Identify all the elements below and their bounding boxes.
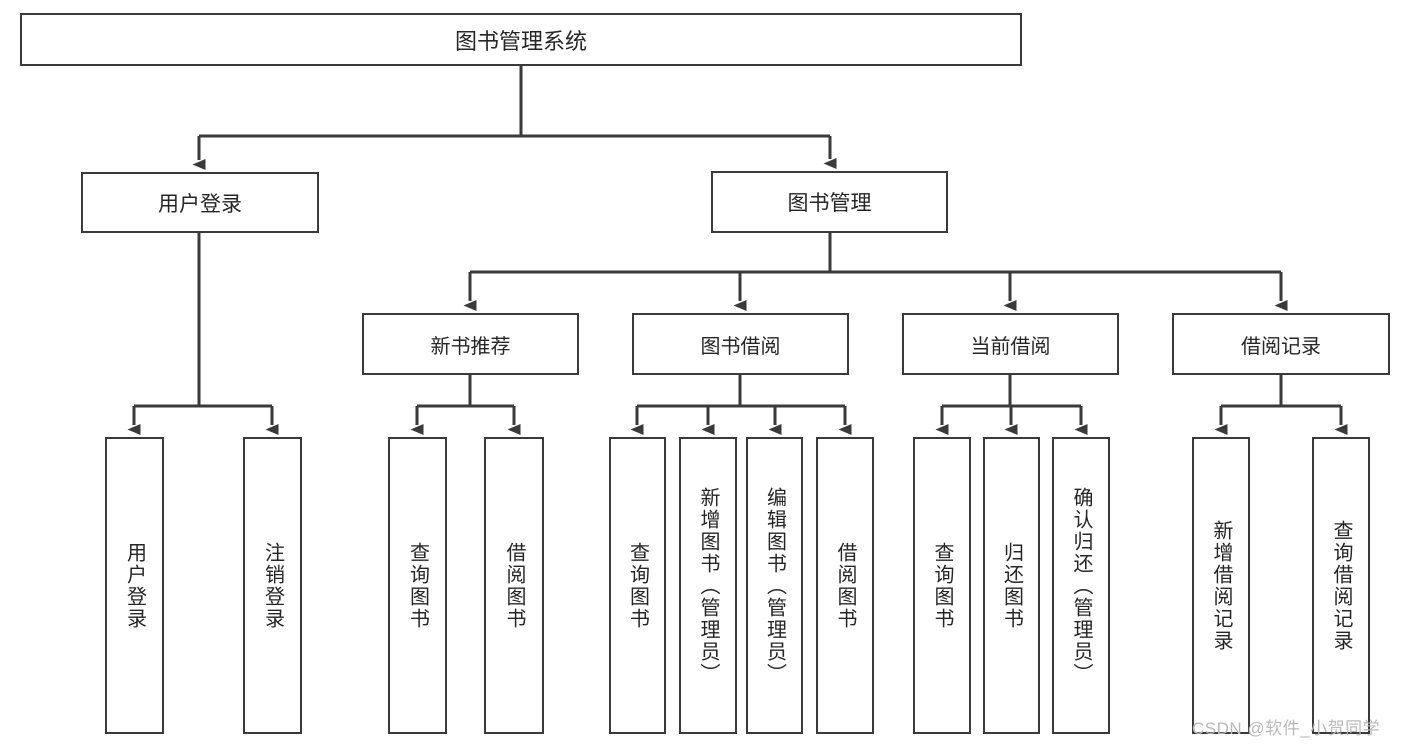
node-user-login[interactable]: 用户登录	[81, 172, 319, 233]
node-new-book-recommend[interactable]: 新书推荐	[362, 313, 579, 375]
leaf-node-label: 归还图书	[1000, 541, 1023, 630]
leaf-node-label: 编辑图书（管理员）	[763, 486, 786, 685]
leaf-node-label: 新增图书（管理员）	[697, 486, 719, 685]
node-root-label: 图书管理系统	[454, 28, 587, 54]
leaf-node[interactable]: 编辑图书（管理员）	[746, 437, 803, 734]
leaf-node[interactable]: 归还图书	[983, 437, 1040, 734]
node-book-borrow[interactable]: 图书借阅	[632, 313, 849, 375]
node-user-login-label: 用户登录	[158, 192, 242, 216]
leaf-node[interactable]: 查询图书	[913, 437, 971, 734]
leaf-node[interactable]: 查询图书	[388, 437, 447, 734]
node-current-borrow-label: 当前借阅	[970, 335, 1051, 358]
leaf-node-label: 新增借阅记录	[1210, 519, 1232, 652]
node-borrow-record-label: 借阅记录	[1241, 335, 1321, 358]
node-book-management-label: 图书管理	[787, 192, 872, 215]
leaf-node[interactable]: 查询图书	[609, 437, 666, 734]
leaf-node-label: 查询借阅记录	[1330, 519, 1352, 652]
leaf-node-label: 借阅图书	[834, 541, 856, 630]
leaf-node-label: 用户登录	[123, 541, 146, 630]
leaf-node[interactable]: 借阅图书	[484, 437, 544, 734]
leaf-node-label: 查询图书	[931, 541, 953, 630]
leaf-node-label: 查询图书	[406, 541, 429, 630]
node-book-management[interactable]: 图书管理	[711, 171, 948, 233]
node-root[interactable]: 图书管理系统	[20, 13, 1022, 66]
node-borrow-record[interactable]: 借阅记录	[1172, 313, 1390, 375]
node-book-borrow-label: 图书借阅	[700, 335, 781, 358]
leaf-node[interactable]: 注销登录	[243, 437, 302, 734]
leaf-node-label: 借阅图书	[503, 541, 525, 630]
node-current-borrow[interactable]: 当前借阅	[902, 313, 1119, 375]
leaf-node[interactable]: 新增借阅记录	[1192, 437, 1250, 734]
leaf-node[interactable]: 新增图书（管理员）	[679, 437, 737, 734]
csdn-watermark: CSDN @软件_小贺同学	[1192, 719, 1381, 738]
leaf-node[interactable]: 用户登录	[105, 437, 164, 734]
leaf-node[interactable]: 确认归还（管理员）	[1052, 437, 1110, 734]
leaf-node-label: 注销登录	[261, 541, 284, 630]
node-new-book-recommend-label: 新书推荐	[430, 335, 511, 358]
leaf-node[interactable]: 借阅图书	[816, 437, 874, 734]
leaf-node-label: 查询图书	[626, 541, 649, 630]
leaf-node[interactable]: 查询借阅记录	[1312, 437, 1370, 734]
leaf-node-label: 确认归还（管理员）	[1070, 486, 1092, 685]
